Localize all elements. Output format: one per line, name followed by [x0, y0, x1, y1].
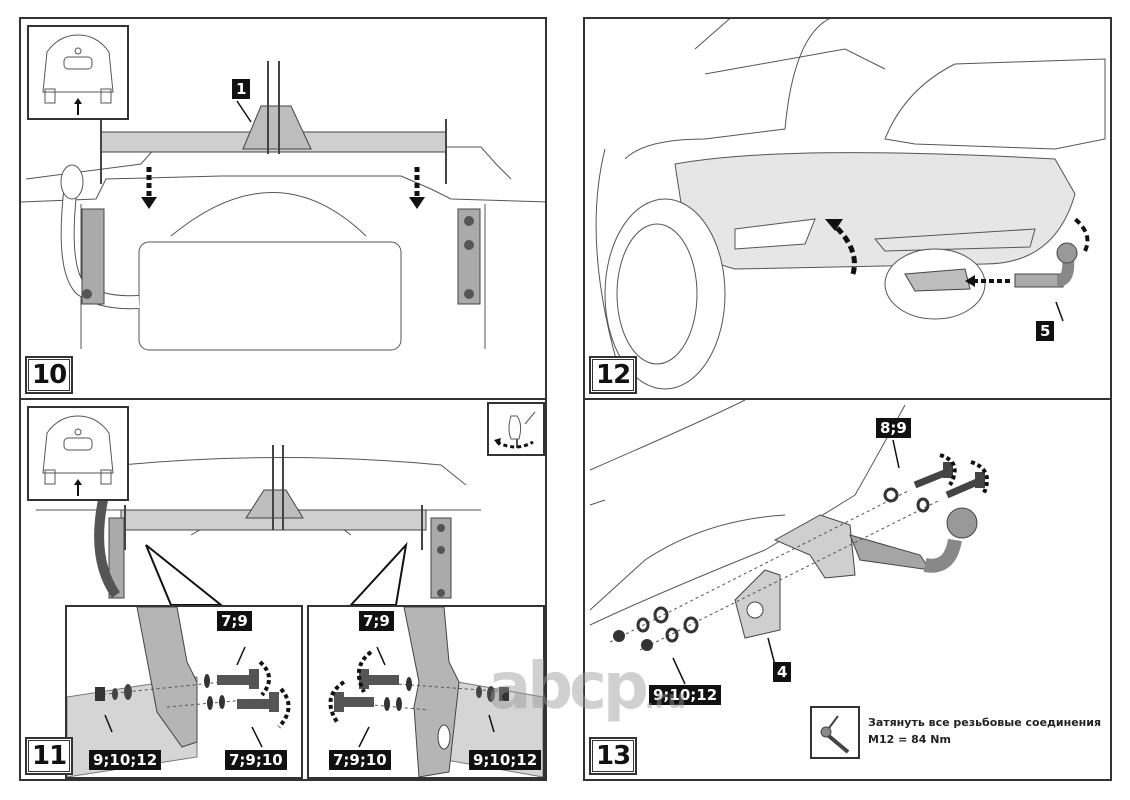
- car-rear-view-icon: [42, 34, 114, 115]
- step-13-panel: 8;9 4 9;10;12 Затянуть все резьбовые сое…: [583, 398, 1112, 781]
- bracket-label-4: 4: [773, 662, 792, 682]
- washer-label: 7;9;10: [225, 750, 287, 770]
- step-11-panel: 7;9 9;10;12 7;9;10 7;9 7;9;10 9;10;12 11: [19, 398, 547, 781]
- nut-label: 9;10;12: [89, 750, 162, 770]
- nut-label: 9;10;12: [469, 750, 542, 770]
- torque-note-line2: M12 = 84 Nm: [868, 733, 951, 746]
- hand-tighten-icon-box: [487, 402, 545, 456]
- step-11-illustration: [36, 445, 481, 606]
- part-label-1: 1: [232, 79, 251, 99]
- step-12-panel: 5 12: [583, 17, 1112, 400]
- part-label-5: 5: [1036, 321, 1055, 341]
- bolt-label: 8;9: [876, 418, 911, 438]
- step-13-illustration: [589, 400, 989, 685]
- step-12-illustration: [595, 19, 1106, 390]
- rear-view-inset: [27, 406, 129, 501]
- rear-view-inset: [27, 25, 129, 120]
- detail-left-inset: 7;9 9;10;12 7;9;10: [65, 605, 303, 779]
- step-number-13: 13: [589, 737, 638, 775]
- step-number-10: 10: [25, 356, 74, 394]
- washer-label: 7;9;10: [329, 750, 391, 770]
- torque-wrench-icon: [820, 715, 850, 754]
- step-10-illustration: [21, 61, 545, 351]
- torque-note-line1: Затянуть все резьбовые соединения: [868, 716, 1102, 729]
- car-rear-view-icon: [42, 415, 114, 496]
- step-10-panel: 1 10: [19, 17, 547, 400]
- torque-hand-icon: [494, 411, 536, 449]
- detail-right-inset: 7;9 7;9;10 9;10;12: [307, 605, 545, 779]
- bolt-label: 7;9: [217, 611, 252, 631]
- step-number-12: 12: [589, 356, 638, 394]
- bolt-label: 7;9: [359, 611, 394, 631]
- watermark: abcp.ru: [488, 650, 686, 724]
- step-number-11: 11: [25, 737, 74, 775]
- torque-icon-box: [810, 706, 860, 759]
- torque-note: Затянуть все резьбовые соединения M12 = …: [868, 714, 1101, 748]
- nut-label: 9;10;12: [649, 685, 722, 705]
